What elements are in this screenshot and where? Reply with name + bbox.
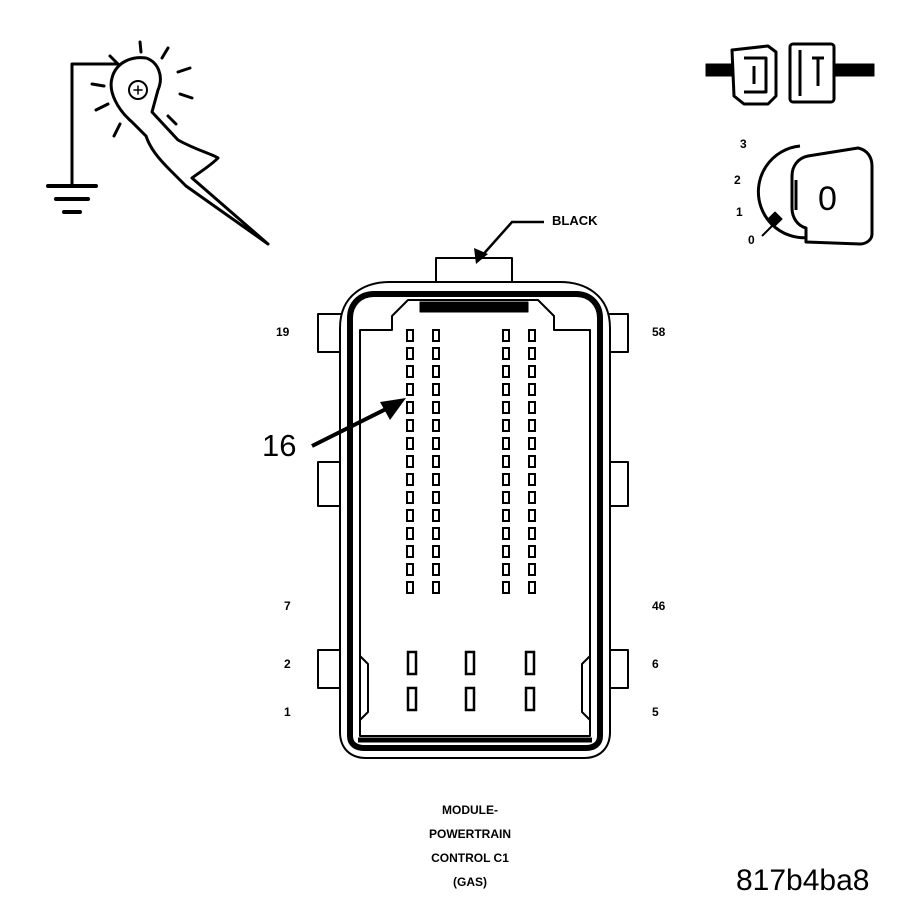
pin-cavity [528,581,536,594]
callout-pin-number: 16 [262,428,297,463]
pin-cavity [502,329,510,342]
connector-caption: MODULE- POWERTRAIN CONTROL C1 (GAS) [375,798,565,894]
pin-cavity [528,473,536,486]
test-probe-icon [46,40,270,246]
pin-cavity [528,509,536,522]
caption-line-2: POWERTRAIN [429,827,511,841]
pin-cavity [432,527,440,540]
pin-cavity [432,437,440,450]
caption-line-1: MODULE- [442,803,498,817]
pin-cavity [502,437,510,450]
pin-label-5: 5 [652,705,659,719]
large-pin-cavities [406,650,536,712]
large-pin-cavity [524,650,536,676]
pin-cavity [406,545,414,558]
pin-cavity [432,473,440,486]
pin-label-58: 58 [652,325,666,339]
pin-cavity [528,329,536,342]
ignition-position-1: 1 [736,205,743,219]
ground-symbol-icon [46,184,98,214]
pin-cavity [432,563,440,576]
pin-cavity [502,473,510,486]
pin-cavity [528,455,536,468]
large-pin-cavity [464,650,476,676]
large-pin-cavity [524,686,536,712]
pin-cavity [502,563,510,576]
pin-cavity [432,401,440,414]
pin-16-callout-arrow [311,398,406,448]
pin-cavity [432,383,440,396]
pin-cavity [406,563,414,576]
pin-cavity [432,329,440,342]
wire-color-label: BLACK [552,213,598,228]
pin-cavity [406,401,414,414]
pin-cavity [432,347,440,360]
pin-cavity [502,527,510,540]
pin-cavity [406,491,414,504]
connector-housing [317,257,629,759]
pin-label-19: 19 [276,325,290,339]
pin-cavity [528,545,536,558]
pin-cavity [502,455,510,468]
pin-cavity [406,581,414,594]
small-pin-cavities [406,329,536,594]
pin-cavity [502,545,510,558]
pin-cavity [432,491,440,504]
pin-cavity [406,509,414,522]
ignition-position-0: 0 [748,233,755,247]
pin-cavity [502,581,510,594]
pin-cavity [406,347,414,360]
pin-cavity [406,365,414,378]
pin-cavity [502,491,510,504]
pin-cavity [528,437,536,450]
pin-cavity [528,419,536,432]
pin-cavity [528,527,536,540]
pin-cavity [502,383,510,396]
pin-cavity [528,491,536,504]
pin-cavity [502,347,510,360]
ignition-position-3: 3 [740,137,747,151]
caption-line-3: CONTROL C1 [431,851,509,865]
pin-cavity [406,419,414,432]
pin-cavity [528,365,536,378]
pin-cavity [432,365,440,378]
pin-cavity [432,509,440,522]
pin-cavity [432,455,440,468]
pin-cavity [502,509,510,522]
pin-cavity [528,401,536,414]
large-pin-cavity [406,650,418,676]
pin-cavity [502,365,510,378]
disconnected-connector-icon [705,42,875,106]
pin-cavity [502,401,510,414]
pin-label-1: 1 [284,705,291,719]
pin-cavity [528,563,536,576]
caption-line-4: (GAS) [453,875,487,889]
pin-cavity [502,419,510,432]
ignition-position-2: 2 [734,173,741,187]
pin-cavity [528,383,536,396]
pin-label-46: 46 [652,599,666,613]
pin-cavity [406,383,414,396]
pin-cavity [406,437,414,450]
black-wire-leader [474,220,544,264]
pin-label-6: 6 [652,657,659,671]
pin-cavity [406,527,414,540]
pin-cavity [528,347,536,360]
figure-code: 817b4ba8 [736,864,870,897]
pin-cavity [432,581,440,594]
pin-label-7: 7 [284,599,291,613]
large-pin-cavity [406,686,418,712]
large-pin-cavity [464,686,476,712]
pin-cavity [406,329,414,342]
ignition-key-icon [756,144,874,246]
pin-label-2: 2 [284,657,291,671]
pin-cavity [406,473,414,486]
pin-cavity [406,455,414,468]
pin-cavity [432,545,440,558]
pin-cavity [432,419,440,432]
ignition-key-label: 0 [818,180,837,218]
